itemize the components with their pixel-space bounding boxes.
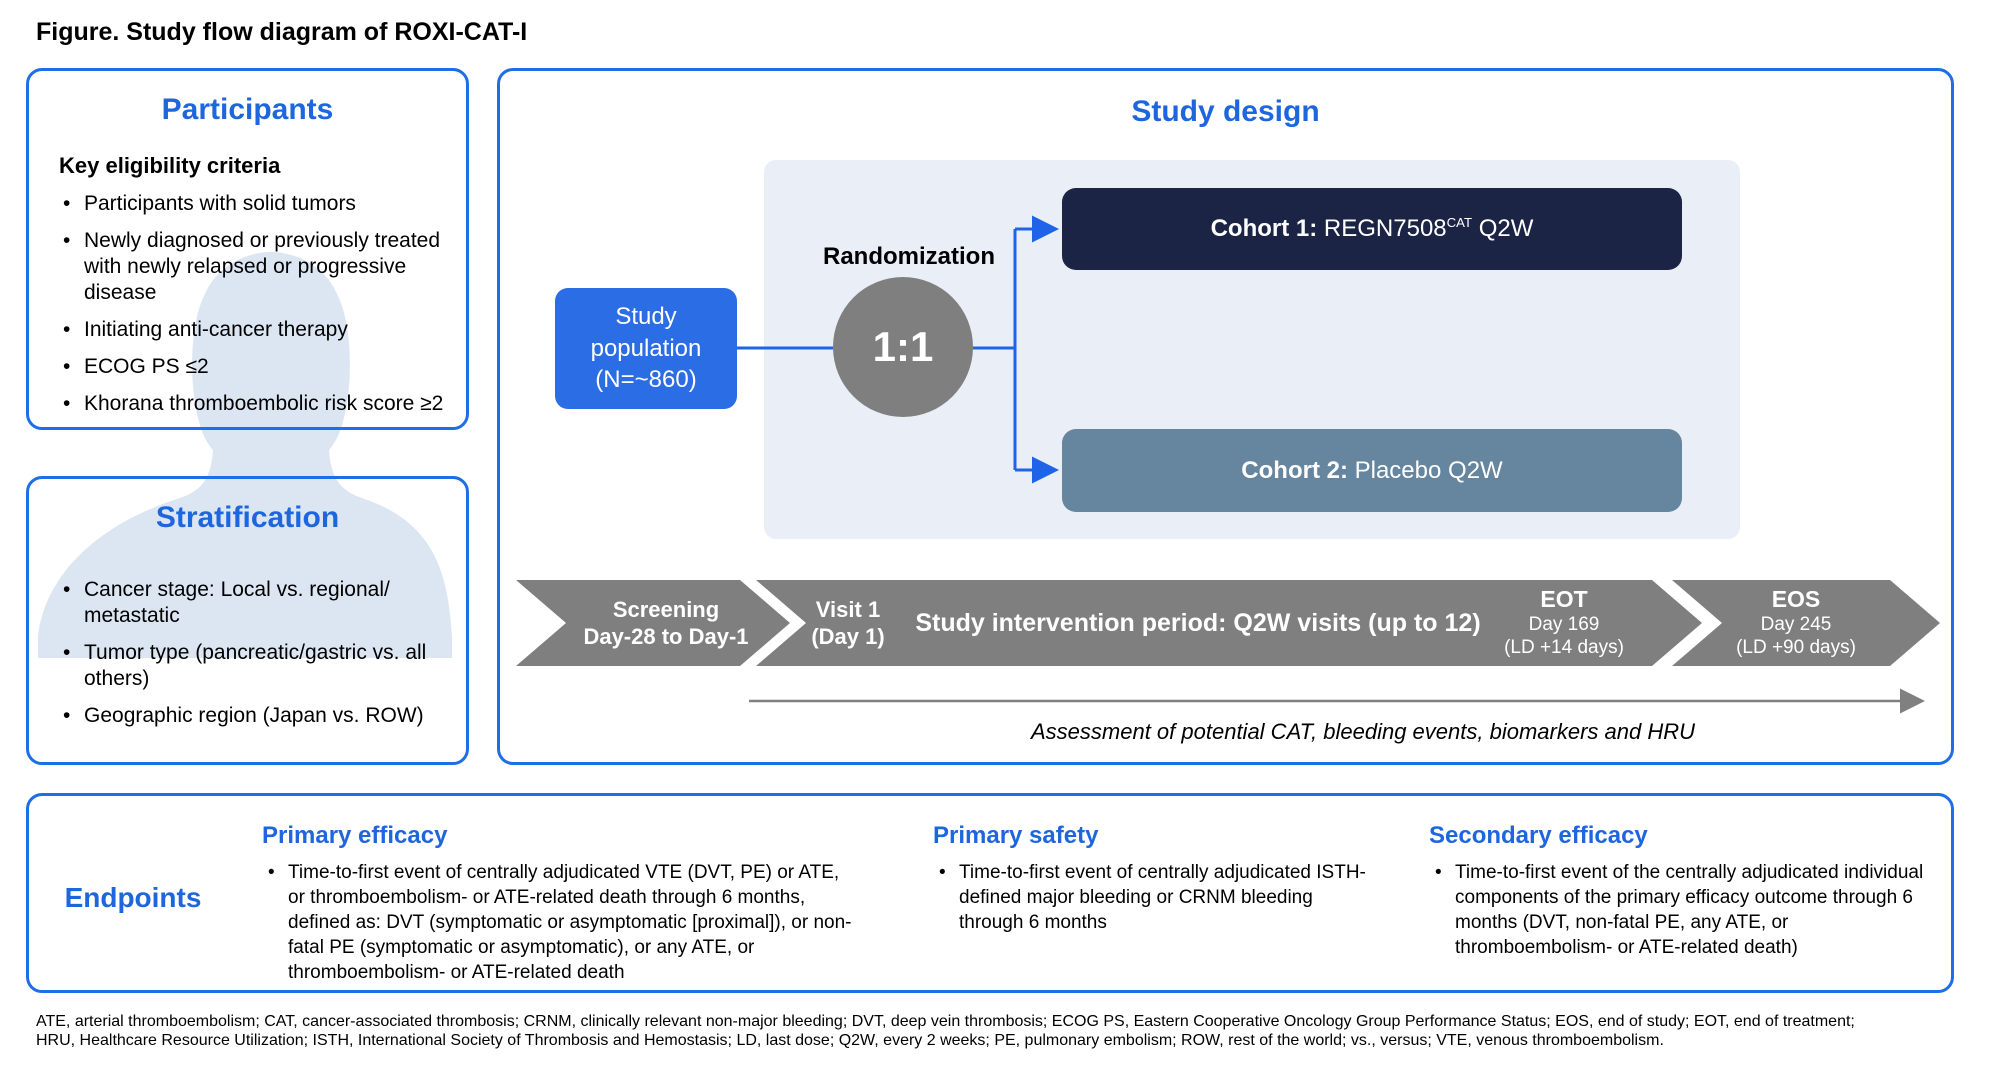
footnote-line2: HRU, Healthcare Resource Utilization; IS… [36,1032,1664,1050]
cohort1-suffix: Q2W [1472,215,1534,242]
list-item: Time-to-first event of centrally adjudic… [935,860,1373,935]
secondary-efficacy-column: Secondary efficacy Time-to-first event o… [1429,822,1945,968]
cohort1-drug: REGN7508 [1317,215,1447,242]
stratification-list: Cancer stage: Local vs. regional/ metast… [59,577,459,729]
timeline-screening-label: Screening Day-28 to Day-1 [566,580,766,666]
eot-ld: (LD +14 days) [1504,636,1624,658]
endpoints-panel: Endpoints Primary efficacy Time-to-first… [26,793,1954,993]
cohort1-label: Cohort 1: [1210,215,1318,242]
primary-safety-column: Primary safety Time-to-first event of ce… [933,822,1373,943]
visit1-line2: (Day 1) [811,624,885,649]
primary-efficacy-column: Primary efficacy Time-to-first event of … [262,822,858,993]
secondary-efficacy-list: Time-to-first event of the centrally adj… [1431,860,1945,960]
screening-line1: Screening [612,596,720,622]
endpoints-title: Endpoints [64,882,202,913]
eos-day: Day 245 [1760,614,1832,635]
eot-title: EOT [1540,586,1588,613]
cohort2-label: Cohort 2: [1241,456,1348,484]
randomization-ratio-circle: 1:1 [833,277,973,417]
list-item: Cancer stage: Local vs. regional/ metast… [59,577,459,629]
eligibility-list: Participants with solid tumorsNewly diag… [59,191,471,417]
list-item: Khorana thromboembolic risk score ≥2 [59,391,471,417]
study-design-title: Study design [1131,95,1320,128]
list-item: Time-to-first event of centrally adjudic… [264,860,858,985]
list-item: Initiating anti-cancer therapy [59,317,471,343]
eot-day: Day 169 [1528,614,1600,635]
list-item: Participants with solid tumors [59,191,471,217]
eos-title: EOS [1771,586,1821,613]
timeline-intervention-chevron [756,580,1702,666]
secondary-efficacy-heading: Secondary efficacy [1429,822,1648,849]
abbreviations-footnote: ATE, arterial thromboembolism; CAT, canc… [36,1012,1966,1050]
cohort2-box: Cohort 2: Placebo Q2W [1062,429,1682,512]
eos-ld: (LD +90 days) [1736,636,1856,658]
cohort2-treatment: Placebo Q2W [1347,456,1503,484]
list-item: Tumor type (pancreatic/gastric vs. all o… [59,640,459,692]
list-item: Newly diagnosed or previously treated wi… [59,228,471,306]
study-design-panel: Study design Study population (N=~860) R… [497,68,1954,765]
participants-panel: Participants Key eligibility criteria Pa… [26,68,469,430]
cohort1-box: Cohort 1: REGN7508CAT Q2W [1062,188,1682,270]
eligibility-subtitle: Key eligibility criteria [59,153,281,178]
primary-safety-heading: Primary safety [933,822,1099,849]
list-item: Geographic region (Japan vs. ROW) [59,703,459,729]
primary-safety-list: Time-to-first event of centrally adjudic… [935,860,1373,935]
cohort1-superscript: CAT [1446,215,1473,230]
footnote-line1: ATE, arterial thromboembolism; CAT, canc… [36,1013,1855,1030]
timeline-intervention-label: Study intervention period: Q2W visits (u… [908,580,1488,666]
list-item: ECOG PS ≤2 [59,354,471,380]
stratification-title: Stratification [155,501,340,534]
randomization-label: Randomization [823,243,995,270]
figure-title: Figure. Study flow diagram of ROXI-CAT-I [36,18,528,46]
primary-efficacy-list: Time-to-first event of centrally adjudic… [264,860,858,985]
screening-line2: Day-28 to Day-1 [583,624,749,649]
visit1-line1: Visit 1 [815,596,881,622]
participants-title: Participants [161,93,334,126]
timeline-eot-label: EOT Day 169 (LD +14 days) [1484,580,1644,666]
stratification-panel: Stratification Cancer stage: Local vs. r… [26,476,469,765]
timeline-visit1-label: Visit 1 (Day 1) [798,580,898,666]
assessment-note: Assessment of potential CAT, bleeding ev… [1031,719,1695,744]
intervention-text: Study intervention period: Q2W visits (u… [915,608,1481,637]
study-population-box: Study population (N=~860) [555,288,737,409]
list-item: Time-to-first event of the centrally adj… [1431,860,1945,960]
primary-efficacy-heading: Primary efficacy [262,822,448,849]
timeline-eos-label: EOS Day 245 (LD +90 days) [1716,580,1876,666]
